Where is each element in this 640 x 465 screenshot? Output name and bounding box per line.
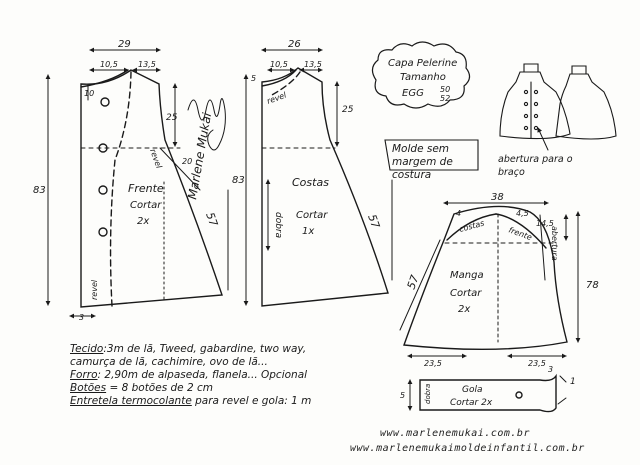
materials-line-1: Tecido:3m de lã, Tweed, gabardine, two w…: [70, 343, 390, 356]
seam-note-box: [384, 139, 479, 171]
front-shoulder-a: 10,5: [100, 60, 118, 69]
sleeve-right-top: 4,5: [516, 209, 529, 218]
collar-buttonhole: [515, 391, 523, 399]
collar-title: Gola: [462, 385, 483, 395]
fabric-label: Tecido: [70, 343, 104, 355]
website-url-1[interactable]: www.marlenemukai.com.br: [380, 428, 530, 439]
back-title: Costas: [292, 176, 329, 189]
fabric-text: :3m de lã, Tweed, gabardine, two way,: [103, 343, 307, 355]
collar-cut: Cortar 2x: [450, 398, 493, 408]
sleeve-cut: Cortar: [450, 288, 482, 299]
collar-end-tip: 1: [570, 377, 576, 387]
front-side-offset: 20: [182, 157, 192, 166]
buttons-label: Botões: [70, 382, 107, 394]
signature: Marlene Mukai: [185, 111, 214, 201]
header-size-top: 50: [440, 85, 450, 94]
front-armhole-depth: 25: [166, 113, 178, 123]
sleeve-qty: 2x: [458, 304, 470, 315]
back-piece-outline: [261, 67, 389, 307]
sleeve-left-length: 57: [405, 273, 422, 291]
front-width-top: 29: [118, 39, 131, 50]
collar-height: 5: [400, 391, 405, 400]
header-line3: EGG: [402, 88, 424, 99]
materials-line-4: Botões = 8 botões de 2 cm: [70, 382, 390, 395]
front-facing-label-2: revel: [148, 148, 164, 171]
back-qty: 1x: [302, 226, 314, 237]
materials-list: Tecido:3m de lã, Tweed, gabardine, two w…: [70, 343, 390, 408]
sleeve-left-top: 4: [456, 209, 461, 218]
interfacing-text: para revel e gola: 1 m: [191, 395, 312, 407]
back-width-top: 26: [288, 39, 301, 50]
sleeve-label-front: frente: [507, 225, 533, 242]
materials-line-5: Entretela termocolante para revel e gola…: [70, 395, 390, 408]
arm-opening-note: abertura para o braço: [498, 154, 573, 178]
back-fold-label: dobra: [273, 212, 283, 238]
materials-line-2: camurça de lã, cachimire, ovo de lã...: [70, 356, 390, 369]
lining-label: Forro: [70, 369, 98, 381]
collar-end-top: 3: [548, 365, 553, 374]
button-mark: [98, 143, 108, 153]
button-mark: [98, 185, 108, 195]
front-height: 83: [33, 185, 46, 196]
front-cut: Cortar: [130, 200, 162, 211]
interfacing-label: Entretela termocolante: [70, 395, 192, 407]
header-size-bottom: 52: [440, 94, 450, 103]
back-side-length: 57: [365, 213, 382, 231]
sleeve-hem-left: 23,5: [424, 359, 442, 368]
back-height: 83: [232, 175, 245, 186]
front-qty: 2x: [137, 216, 149, 227]
materials-line-3: Forro: 2,90m de alpaseda, flanela... Opc…: [70, 369, 390, 382]
website-url-2[interactable]: www.marlenemukaimoldeinfantil.com.br: [350, 443, 585, 454]
sleeve-width-top: 38: [491, 192, 504, 203]
back-facing-line: [269, 71, 301, 97]
header-line1: Capa Pelerine: [388, 58, 457, 69]
button-mark: [100, 97, 110, 107]
front-facing-line: [109, 71, 132, 307]
cape-back-drawing: [555, 65, 617, 140]
header-cloud: [371, 41, 471, 109]
back-shoulder-a: 10,5: [270, 60, 288, 69]
sleeve-cap-back: [446, 213, 497, 241]
sleeve-right-height: 78: [586, 280, 599, 291]
front-facing-label: revel: [90, 279, 99, 300]
front-side-length: 57: [203, 211, 220, 229]
front-piece-outline: [80, 69, 223, 308]
seam-note: Molde sem margem de costura: [392, 143, 453, 181]
back-armhole-depth: 25: [342, 105, 354, 115]
cape-front-drawing: [499, 63, 571, 140]
back-shoulder-b: 13,5: [304, 60, 322, 69]
sleeve-label-back: costas: [458, 219, 485, 234]
sleeve-title: Manga: [450, 270, 484, 281]
collar-fold: dobra: [424, 384, 432, 404]
fabric-text-2: camurça de lã, cachimire, ovo de lã...: [70, 356, 268, 368]
back-facing-label: revel: [266, 90, 289, 106]
button-mark: [98, 227, 108, 237]
sleeve-right-drop: 14,5: [536, 219, 554, 228]
front-shoulder-b: 13,5: [138, 60, 156, 69]
front-hem-ext: 3: [79, 313, 84, 322]
collar-piece-outline: [419, 373, 557, 413]
back-cut: Cortar: [296, 210, 328, 221]
front-neck-drop: 10: [84, 89, 94, 98]
front-title: Frente: [128, 182, 164, 195]
sleeve-hem-right: 23,5: [528, 359, 546, 368]
sleeve-opening: abertura: [550, 226, 559, 261]
sleeve-piece-outline: [403, 205, 568, 351]
header-line2: Tamanho: [400, 72, 446, 83]
buttons-text: = 8 botões de 2 cm: [106, 382, 213, 394]
back-neck-drop: 5: [251, 74, 256, 83]
lining-text: : 2,90m de alpaseda, flanela... Opcional: [97, 369, 308, 381]
signature-mark: [187, 98, 226, 151]
